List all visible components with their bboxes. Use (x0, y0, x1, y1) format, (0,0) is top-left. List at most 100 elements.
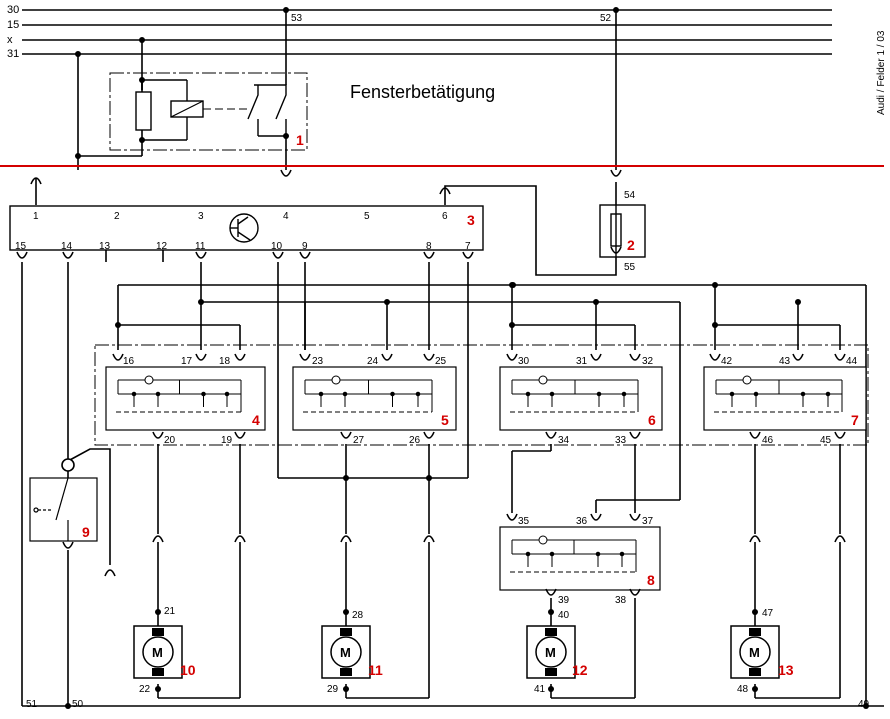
wires (21, 9, 884, 707)
switch-5 (292, 366, 457, 431)
contact-dot (595, 551, 601, 557)
lamp-icon (331, 375, 341, 385)
switch-contacts (510, 535, 637, 573)
junction-dot-4 (75, 153, 81, 159)
component-number-5: 5 (441, 412, 449, 428)
terminal-55: 55 (624, 262, 636, 273)
junction-dot-1 (613, 7, 619, 13)
terminal-32: 32 (642, 356, 654, 367)
connector-2 (195, 251, 207, 259)
contact-dot (415, 391, 421, 397)
switch-9 (29, 458, 98, 542)
component-number-12: 12 (572, 662, 588, 678)
junction-dot-12 (795, 299, 801, 305)
connector-1 (62, 251, 74, 259)
terminal-31: 31 (576, 356, 588, 367)
connector-17 (590, 353, 602, 361)
motor-brush (749, 628, 761, 636)
component-number-8: 8 (647, 572, 655, 588)
rail-label-15: 15 (7, 19, 19, 31)
terminal-24: 24 (367, 356, 379, 367)
contact-dot (549, 551, 555, 557)
junction-dot-11 (593, 299, 599, 305)
connector-3 (272, 251, 284, 259)
junction-dot-19 (65, 703, 71, 709)
connector-22 (152, 431, 164, 439)
junction-dot-9 (198, 299, 204, 305)
connector-up-6 (749, 535, 761, 543)
terminal-49: 49 (858, 699, 870, 710)
junction-dot-21 (510, 282, 516, 288)
fuse-2 (599, 204, 646, 258)
relay-1 (109, 72, 308, 151)
junction-dot-5 (139, 77, 145, 83)
component-number-7: 7 (851, 412, 859, 428)
contact-dot (390, 391, 395, 397)
connector-5 (423, 251, 435, 259)
terminal-35: 35 (518, 516, 530, 527)
contact-dot (155, 391, 161, 397)
contact-dot (619, 551, 625, 557)
connectors (16, 169, 846, 596)
terminal-36: 36 (576, 516, 588, 527)
switch-contacts (116, 375, 242, 413)
module-pin-1: 1 (33, 211, 39, 222)
connector-21 (834, 353, 846, 361)
terminal-25: 25 (435, 356, 447, 367)
terminal-20: 20 (164, 435, 176, 446)
terminal-47: 47 (762, 608, 774, 619)
contact-dot (825, 391, 831, 397)
motor-2: M (321, 609, 371, 692)
rail-label-30: 30 (7, 4, 19, 16)
lamp-icon (742, 375, 752, 385)
connector-35 (62, 541, 74, 549)
module-pin-9: 9 (302, 241, 308, 252)
terminal-40: 40 (558, 610, 570, 621)
motor-terminal (752, 686, 758, 692)
component-number-11: 11 (368, 662, 383, 678)
module-pin-13: 13 (99, 241, 111, 252)
component-number-10: 10 (180, 662, 196, 678)
motor-label: M (152, 645, 163, 660)
switch-6 (499, 366, 663, 431)
connector-20 (792, 353, 804, 361)
connector-up-2 (152, 535, 164, 543)
terminal-26: 26 (409, 435, 421, 446)
connector-up-1 (439, 187, 451, 195)
motor-brush (340, 668, 352, 676)
motor-terminal (752, 609, 758, 615)
connector-32 (629, 513, 641, 521)
contact-dot (525, 551, 531, 557)
connector-9 (610, 246, 622, 254)
connector-12 (234, 353, 246, 361)
junction-dot-17 (343, 475, 349, 481)
terminal-22: 22 (139, 684, 151, 695)
terminal-19: 19 (221, 435, 233, 446)
module-pin-15: 15 (15, 241, 27, 252)
rail-label-31: 31 (7, 48, 19, 60)
connector-up-7 (834, 535, 846, 543)
contact-dot (224, 391, 230, 397)
motor-terminal (548, 609, 554, 615)
terminal-50: 50 (72, 699, 84, 710)
contact-dot (525, 391, 531, 397)
motor-brush (152, 668, 164, 676)
motor-terminal (343, 686, 349, 692)
motor-terminal (548, 686, 554, 692)
connector-up-4 (340, 535, 352, 543)
motor-brush (545, 668, 557, 676)
connector-33 (545, 588, 557, 596)
lamp-icon (144, 375, 154, 385)
terminal-41: 41 (534, 684, 546, 695)
terminal-46: 46 (762, 435, 774, 446)
module-pin-6: 6 (442, 211, 448, 222)
motor-1: M (133, 609, 183, 692)
terminal-43: 43 (779, 356, 791, 367)
switch-contacts (303, 375, 433, 413)
contact-dot (800, 391, 806, 397)
connector-23 (234, 431, 246, 439)
connector-27 (629, 431, 641, 439)
contact-dot (131, 391, 137, 397)
terminal-54: 54 (624, 190, 636, 201)
component-number-4: 4 (252, 412, 260, 428)
